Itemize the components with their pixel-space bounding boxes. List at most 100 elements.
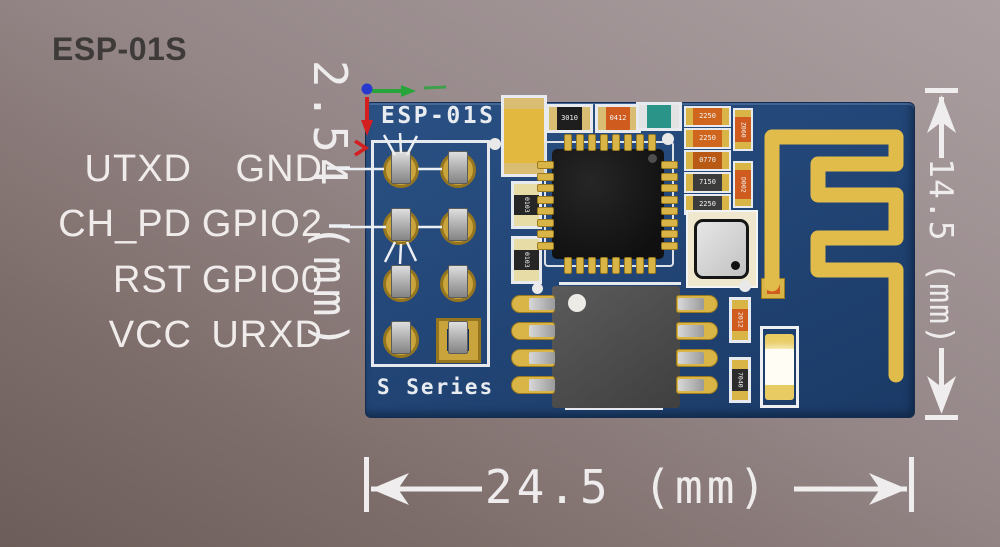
pin-label-row: VCC URXD <box>0 315 323 355</box>
resistor: 0103 <box>511 181 542 229</box>
qfp-pin <box>612 134 620 151</box>
qfp-pin <box>648 257 656 274</box>
component-pad <box>732 360 748 369</box>
capacitor-body <box>647 105 671 128</box>
component-pad <box>686 152 693 169</box>
component-pad <box>598 107 606 130</box>
component-pad <box>514 184 539 195</box>
component-pad <box>735 199 751 206</box>
qfp-pin <box>588 134 596 151</box>
pin-label-chpd: CH_PD <box>58 203 192 245</box>
resistor-marking: 2250 <box>693 130 722 147</box>
component-pad <box>735 110 751 117</box>
resistor: 7150 <box>684 172 731 193</box>
resistor-marking: 2250 <box>693 196 722 213</box>
resistor-marking: 2012 <box>732 309 748 331</box>
led-core <box>765 349 794 385</box>
header-pin <box>391 208 411 241</box>
component-pad <box>722 130 729 147</box>
qfp-pin <box>564 134 572 151</box>
x-axis-arrowhead-icon <box>401 85 416 97</box>
flash-silkscreen-line <box>565 407 663 410</box>
board-width-dimension-label: 24.5 (mm) <box>484 460 771 514</box>
component-pad <box>686 174 693 191</box>
qfp-pin <box>537 218 554 227</box>
led-pad <box>765 334 794 349</box>
component-pad <box>514 215 539 226</box>
flash-pin1-dot <box>568 294 586 312</box>
flash-pin-lead <box>529 325 555 337</box>
component-pad <box>722 108 729 125</box>
esp8266-chip-outline <box>544 141 674 267</box>
capacitor-body <box>504 109 544 163</box>
qfp-pin <box>537 207 554 215</box>
pin-label-urxd: URXD <box>211 314 323 356</box>
origin-dot-icon <box>361 83 373 95</box>
component-pad <box>582 107 590 130</box>
qfp-pin <box>624 257 632 274</box>
board-height-dimension-label: 14.5 (mm) <box>922 158 961 346</box>
qfp-pin <box>661 207 678 215</box>
pin-label-gpio2: GPIO2 <box>201 203 323 245</box>
qfp-pin <box>636 134 644 151</box>
status-led <box>765 334 794 400</box>
pin-label-row: UTXD GND <box>0 149 323 189</box>
component-pad <box>639 105 647 128</box>
antenna-feed-mark <box>767 285 780 294</box>
component-pad <box>504 98 544 109</box>
resistor: 2250 <box>684 106 731 127</box>
pin-label-gpio0: GPIO0 <box>201 259 323 301</box>
chip-pin1-dot <box>648 154 657 163</box>
flash-pin-lead <box>678 325 704 337</box>
header-pin <box>448 151 468 184</box>
resistor: 2250 <box>684 128 731 149</box>
silkscreen-model-text: ESP-01S <box>381 103 496 129</box>
qfp-pin <box>576 134 584 151</box>
component-pad <box>735 163 751 170</box>
resistor-marking: D002 <box>735 170 751 199</box>
resistor-marking: 0103 <box>514 250 539 270</box>
component-pad <box>686 108 693 125</box>
qfp-pin <box>537 230 554 238</box>
qfp-pin <box>537 184 554 192</box>
resistor-marking: 2250 <box>693 108 722 125</box>
resistor-marking: 7150 <box>693 174 722 191</box>
flash-pin-lead <box>529 379 555 391</box>
crystal-dot <box>731 261 740 270</box>
pin-label-row: RST GPIO0 <box>0 260 323 300</box>
via-dot <box>489 138 501 150</box>
qfp-pin <box>661 172 678 181</box>
resistor-marking: 0412 <box>606 107 630 130</box>
component-pad <box>732 300 748 309</box>
resistor: 2012 <box>729 297 751 343</box>
component-pad <box>686 196 693 213</box>
component-pad <box>686 130 693 147</box>
qfp-pin <box>636 257 644 274</box>
component-pad <box>671 105 679 128</box>
qfp-pin <box>661 161 678 169</box>
resistor: 0103 <box>511 236 542 284</box>
qfp-pin <box>537 195 554 204</box>
pin-label-vcc: VCC <box>108 314 192 356</box>
qfp-pin <box>661 241 678 250</box>
qfp-pin <box>661 230 678 238</box>
qfp-pin <box>537 161 554 169</box>
resistor: 7040 <box>729 357 751 403</box>
resistor-marking: 0103 <box>514 195 539 215</box>
flash-pin-lead <box>529 352 555 364</box>
via-dot <box>532 283 543 294</box>
component-pad <box>514 270 539 281</box>
header-pin <box>448 208 468 241</box>
component-pad <box>722 152 729 169</box>
resistor-marking: 7040 <box>732 369 748 391</box>
qfp-pin <box>537 241 554 250</box>
flash-silkscreen-line <box>559 282 681 285</box>
resistor-marking: Z060 <box>735 117 751 142</box>
qfp-pin <box>588 257 596 274</box>
pin-pitch-dimension-label: 2.54 (mm) <box>303 59 357 355</box>
pin-header-silkscreen-outline <box>371 140 490 367</box>
capacitor <box>636 102 682 131</box>
qfp-pin <box>537 172 554 181</box>
x-axis-dash-icon <box>423 85 447 90</box>
